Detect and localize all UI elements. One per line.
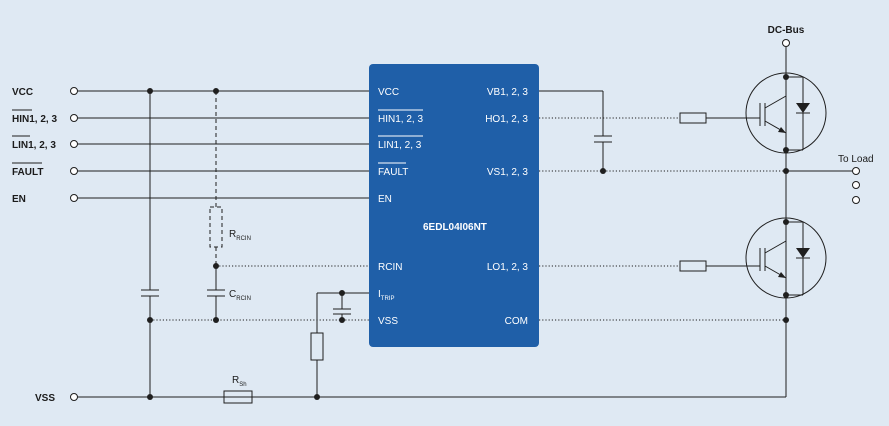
junction-dot (147, 88, 153, 94)
ho-gate-resistor (679, 112, 707, 124)
junction-dot (339, 317, 345, 323)
pin-com: COM (505, 316, 528, 327)
dc-bus-label: DC-Bus (768, 25, 805, 36)
lin-input-label: LIN1, 2, 3 (12, 140, 56, 151)
junction-dot (213, 88, 219, 94)
rcin-resistor-label: RRCIN (229, 229, 251, 242)
chip-name: 6EDL04I06NT (423, 222, 487, 233)
pin-vs: VS1, 2, 3 (487, 167, 529, 178)
fault-input-label: FAULT (12, 167, 43, 178)
pin-vss: VSS (378, 316, 398, 327)
rcin-capacitor-label: CRCIN (229, 289, 251, 302)
pin-fault: FAULT (378, 167, 408, 178)
lin-terminal (70, 140, 78, 148)
hin-terminal (70, 114, 78, 122)
pin-lin: LIN1, 2, 3 (378, 140, 422, 151)
junction-dot (339, 290, 345, 296)
pin-rcin: RCIN (378, 262, 402, 273)
pin-itrip: ITRIP (378, 289, 394, 302)
to-load-label: To Load (838, 154, 874, 165)
output-terminal-3 (852, 196, 860, 204)
junction-dot (147, 394, 153, 400)
vss-terminal (70, 393, 78, 401)
output-terminal-2 (852, 181, 860, 189)
junction-dot (783, 219, 789, 225)
junction-dot (213, 263, 219, 269)
junction-dot (783, 74, 789, 80)
junction-dot (783, 147, 789, 153)
en-terminal (70, 194, 78, 202)
junction-dot (213, 317, 219, 323)
pin-hin: HIN1, 2, 3 (378, 114, 423, 125)
dc-bus-terminal (782, 39, 790, 47)
pin-ho: HO1, 2, 3 (485, 114, 528, 125)
vss-input-label: VSS (35, 393, 55, 404)
junction-dot (314, 394, 320, 400)
shunt-resistor-label: RSh (232, 375, 247, 388)
driver-ic (369, 64, 539, 347)
junction-dot (783, 317, 789, 323)
junction-dot (783, 168, 789, 174)
junction-dot (147, 317, 153, 323)
pin-vb: VB1, 2, 3 (487, 87, 529, 98)
lo-gate-resistor (679, 260, 707, 272)
vcc-terminal (70, 87, 78, 95)
hin-input-label: HIN1, 2, 3 (12, 114, 57, 125)
rcin-resistor-body (209, 206, 223, 248)
shunt-resistor (223, 390, 253, 404)
output-terminal-1 (852, 167, 860, 175)
fault-terminal (70, 167, 78, 175)
pin-lo: LO1, 2, 3 (487, 262, 529, 273)
junction-dot (783, 292, 789, 298)
pin-vcc: VCC (378, 87, 399, 98)
en-input-label: EN (12, 194, 26, 205)
pin-en: EN (378, 194, 392, 205)
vcc-input-label: VCC (12, 87, 33, 98)
itrip-resistor (310, 332, 324, 361)
